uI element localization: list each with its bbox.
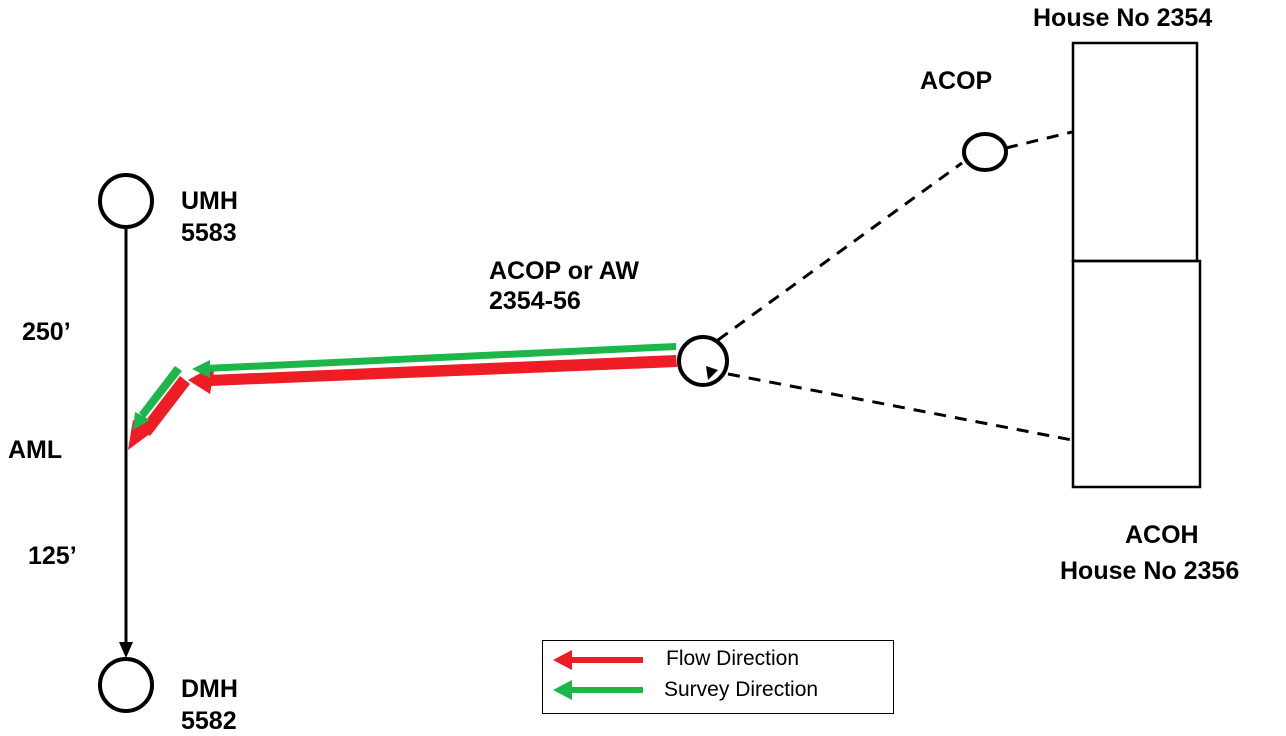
downstream-manhole-id: 5582 <box>181 707 237 735</box>
flow-direction-diagonal-segment <box>140 376 190 436</box>
legend-survey-arrowhead <box>553 680 572 700</box>
lower-distance-label: 125’ <box>28 542 77 570</box>
flow-direction-arrow-segment <box>209 355 677 386</box>
cleanout-label: ACOP <box>920 67 993 95</box>
cleanout-icon <box>962 132 1008 172</box>
lateral-label-line1: ACOP or AW <box>489 257 640 285</box>
survey-direction-arrow-segment <box>205 343 676 372</box>
house-2356-label-line2: House No 2356 <box>1060 557 1240 585</box>
main-line-arrowhead <box>119 642 133 658</box>
house-2356-outline <box>1071 259 1202 489</box>
upper-distance-label: 250’ <box>22 318 71 346</box>
lateral-connection-icon <box>677 335 729 387</box>
dashed-connector-to-house-2356 <box>727 372 1073 442</box>
upstream-manhole-icon <box>98 173 154 229</box>
survey-direction-arrowhead <box>192 360 210 378</box>
house-2356-label-line1: ACOH <box>1125 521 1199 549</box>
lateral-label-line2: 2354-56 <box>489 287 581 315</box>
legend-survey-label: Survey Direction <box>664 678 819 701</box>
lateral-rotation-arrowhead <box>706 366 718 380</box>
survey-direction-junction-arrowhead <box>133 412 150 430</box>
survey-direction-diagonal-segment <box>139 366 182 418</box>
house-2354-label: House No 2354 <box>1033 4 1213 32</box>
upstream-manhole-id: 5583 <box>181 219 237 247</box>
junction-label: AML <box>8 436 63 464</box>
downstream-manhole-icon <box>98 657 154 713</box>
legend-box <box>542 640 894 714</box>
upstream-manhole-label: UMH <box>181 187 238 215</box>
legend-flow-label: Flow Direction <box>666 647 800 670</box>
house-2354-outline <box>1071 41 1199 263</box>
legend-flow-arrowhead <box>553 650 572 670</box>
downstream-manhole-label: DMH <box>181 675 238 703</box>
dashed-connector-cleanout-to-house <box>1005 130 1073 150</box>
dashed-connector-to-cleanout <box>717 161 963 342</box>
